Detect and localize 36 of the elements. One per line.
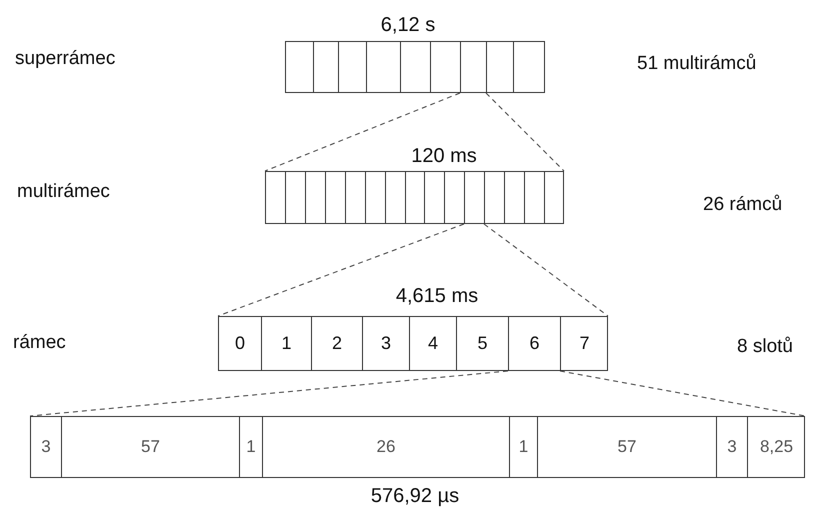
row-label: 51 multirámců [637,52,756,76]
cell-number: 1 [518,436,528,458]
dashed-line [484,224,608,316]
cell-number: 2 [332,332,342,355]
row-label: 26 rámců [703,193,782,217]
cell-number: 6 [529,332,540,355]
cell-number: 4 [428,332,438,355]
frame-bar [218,316,608,371]
row-label: multirámec [17,180,110,204]
dashed-line [486,92,564,172]
cell-number: 1 [281,332,292,355]
cell-number: 3 [380,332,391,355]
dashed-line [218,224,464,316]
cell-number: 5 [477,332,488,355]
cell-number: 57 [618,436,636,458]
row-label: 8 slotů [737,335,793,359]
cell-number: 8,25 [760,436,794,458]
frame-bar [285,41,545,93]
cell-number: 3 [41,436,51,458]
cell-number: 0 [234,332,245,355]
cell-number: 7 [579,332,590,355]
duration-label: 4,615 ms [396,284,478,309]
dashed-line [30,370,508,416]
duration-label: 576,92 µs [370,484,460,509]
row-label: superrámec [15,47,116,71]
frame-bar [265,171,564,224]
cell-number: 57 [141,436,160,458]
dashed-line [560,370,806,416]
cell-number: 1 [246,436,256,458]
cell-number: 26 [376,436,396,458]
dashed-line [264,92,460,172]
frame-bar [30,416,805,478]
duration-label: 6,12 s [380,13,436,38]
duration-label: 120 ms [411,144,477,169]
row-label: rámec [13,331,66,355]
cell-number: 3 [727,436,737,458]
